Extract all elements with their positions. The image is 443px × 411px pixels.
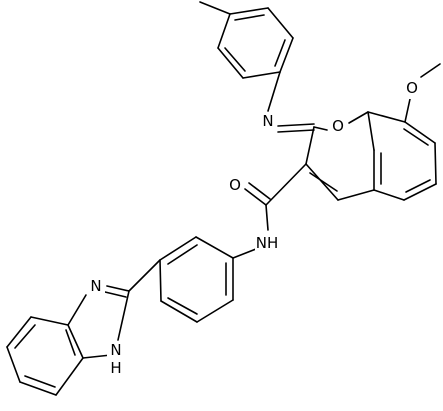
chromene-core xyxy=(305,63,441,201)
benzimidazole xyxy=(6,259,161,396)
phenylene-ring xyxy=(159,236,234,323)
methoxy-oxygen-label: O xyxy=(406,79,418,97)
amide-group xyxy=(232,163,307,259)
imine-nitrogen-label: N xyxy=(262,112,273,130)
imidazole-h-label: H xyxy=(110,359,121,377)
tolyl-ring xyxy=(199,1,294,79)
imine-linkage xyxy=(267,71,315,133)
imidazole-nh-label: N xyxy=(110,341,121,359)
ring-oxygen-label: O xyxy=(332,117,344,135)
amide-nh-label: NH xyxy=(256,234,279,252)
carbonyl-oxygen-label: O xyxy=(229,176,241,194)
imidazole-nitrogen-label: N xyxy=(90,277,101,295)
atom-labels: O O O N NH N N H xyxy=(87,79,421,377)
